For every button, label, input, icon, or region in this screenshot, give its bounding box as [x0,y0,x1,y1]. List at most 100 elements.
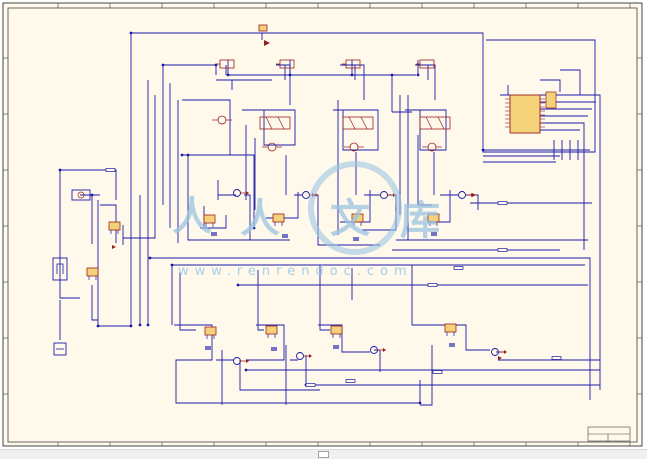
mcu-crystal [545,91,557,109]
power-source-box [52,257,68,281]
ac-power-source [52,257,68,281]
transistor [233,357,249,365]
contactor-body [342,116,374,130]
integrated-circuit [108,221,121,234]
junction-dot [96,324,100,328]
transistor-arrow [504,350,507,354]
transformer-core [77,191,85,199]
resistor [551,356,562,360]
transistor [491,348,507,356]
ic-package [108,221,121,231]
sheet-border-ticks [3,3,642,446]
integrated-circuit [427,213,440,226]
capacitor [211,232,217,236]
contactor [342,116,374,130]
resistor [305,383,316,387]
watermark-char-3: 文 [330,195,370,242]
resistor [345,379,356,383]
capacitor [271,347,277,351]
junction-dot [180,153,184,157]
ground-box [53,342,67,356]
junction-dot [129,31,133,35]
resistor [497,248,508,252]
contactor-body [259,116,291,130]
watermark: 人 人 文 库 www.renrendoc.com [172,161,440,279]
zoom-button-icon[interactable] [318,451,329,458]
integrated-circuit [204,326,217,339]
junction-dot [58,168,62,172]
relay [416,59,435,69]
terminal-arrow [498,356,502,360]
watermark-char-2: 人 [240,195,280,242]
motor [344,142,364,152]
capacitor [353,237,359,241]
watermark-char-1: 人 [172,193,212,240]
transistor [370,346,386,354]
connector-arrow [264,40,270,46]
motor [262,142,282,152]
junction-dot [129,324,133,328]
watermark-char-4: 库 [400,197,440,244]
integrated-circuit [330,325,343,338]
transistor [233,189,249,197]
contactor-switch [425,116,433,130]
title-block [587,426,631,442]
contactor-switch [265,116,273,130]
junction-dot [416,73,420,77]
ic-package [427,213,440,223]
resistor [432,370,443,374]
sheet-inner-border [7,7,638,443]
capacitor [449,343,455,347]
junction-dot [90,193,94,197]
integrated-circuit [444,323,457,336]
motor [422,142,442,152]
junction-dot [226,73,230,77]
transistor-arrow [309,354,312,358]
junction-dot [186,153,190,157]
top-connector [258,24,270,46]
terminal-arrow [472,193,476,197]
ground-symbol [53,342,67,356]
junction-dot [481,148,485,152]
contactor-switch [360,116,368,130]
components [52,24,562,387]
ic-package [272,213,285,223]
power-source-wave [56,263,64,274]
capacitor [431,232,437,236]
watermark-ring [308,161,402,255]
ic-package [86,267,99,277]
junction-dot [170,263,174,267]
ic-package [203,214,216,224]
capacitor [282,234,288,238]
ic-package [265,325,278,335]
relay [342,59,361,69]
watermark-url: www.renrendoc.com [178,264,413,279]
connector-body [258,24,268,32]
ic-package [444,323,457,333]
junction-dot [244,368,248,372]
transistor-arrow [246,191,249,195]
junction-dot [252,226,256,230]
transistor-arrow [383,348,386,352]
resistor [497,201,508,205]
resistor [453,266,464,270]
contactor [419,116,451,130]
integrated-circuit [351,213,364,226]
ic-package [330,325,343,335]
ic-package [351,213,364,223]
relay [276,59,295,69]
capacitor [333,345,339,349]
contactor-switch [348,116,356,130]
integrated-circuit [265,325,278,338]
junction-dot [146,323,150,327]
mcu-package [509,94,541,134]
contactor-body [419,116,451,130]
ic-package [204,326,217,336]
motor [212,115,232,125]
contactor-switch [437,116,445,130]
resistor [427,283,438,287]
transformer-box [71,189,91,201]
integrated-circuit [203,214,216,227]
